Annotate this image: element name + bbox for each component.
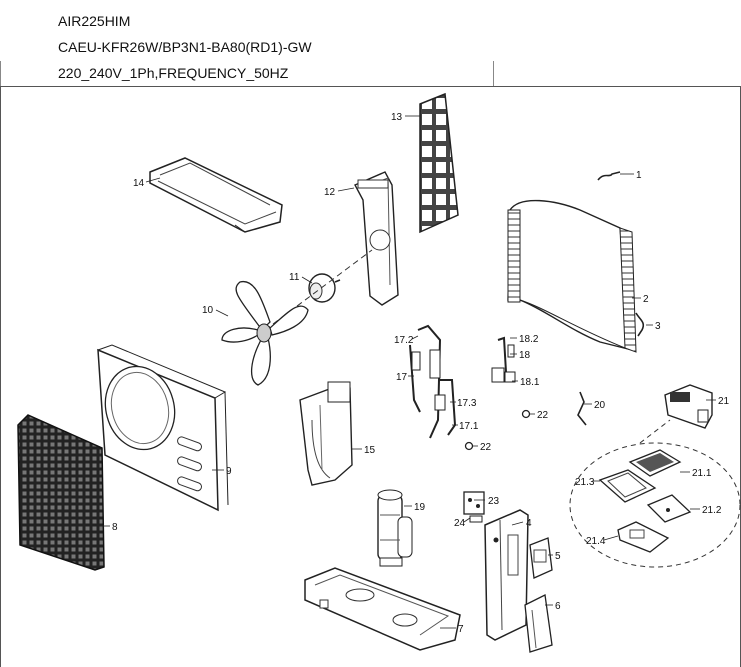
part-19-compressor — [377, 489, 413, 567]
label-part-2: 2 — [643, 294, 649, 305]
part-1-sensor — [597, 171, 621, 181]
label-part-21-4: 21.4 — [586, 536, 606, 547]
part-21-1-pcb — [628, 449, 682, 477]
label-part-17-3: 17.3 — [457, 398, 477, 409]
label-part-5: 5 — [555, 551, 561, 562]
header-divider — [493, 61, 494, 86]
frame-left-rule — [0, 86, 1, 667]
label-part-12: 12 — [324, 187, 336, 198]
part-18-service-valves — [491, 336, 516, 383]
label-part-11: 11 — [289, 272, 300, 283]
part-22-nut-b — [464, 441, 474, 451]
part-6-handle-cover — [524, 594, 553, 653]
part-23-24-bracket — [463, 491, 485, 523]
label-part-8: 8 — [112, 522, 118, 533]
part-3-sensor — [635, 312, 645, 337]
part-21-electric-box — [664, 384, 713, 429]
label-part-19: 19 — [414, 502, 426, 513]
part-2-condenser-coil — [507, 199, 637, 353]
label-part-13: 13 — [391, 112, 403, 123]
model-name: AIR225HIM — [58, 13, 131, 29]
label-part-15: 15 — [364, 445, 376, 456]
label-part-24: 24 — [454, 518, 466, 529]
model-code: CAEU-KFR26W/BP3N1-BA80(RD1)-GW — [58, 39, 312, 55]
label-part-3: 3 — [655, 321, 661, 332]
label-part-21: 21 — [718, 396, 730, 407]
label-part-7: 7 — [458, 624, 464, 635]
label-part-20: 20 — [594, 400, 606, 411]
part-5-valve-cover — [529, 537, 553, 579]
label-part-18-1: 18.1 — [520, 377, 540, 388]
frame-top-rule — [0, 86, 741, 87]
part-7-base-pan — [304, 567, 461, 651]
label-part-17-1: 17.1 — [459, 421, 479, 432]
label-part-6: 6 — [555, 601, 561, 612]
part-14-top-cover — [149, 157, 283, 233]
leader-lines — [100, 115, 716, 629]
part-20-sensor — [577, 391, 587, 426]
part-13-rear-grille — [419, 92, 459, 234]
label-part-17-2: 17.2 — [394, 335, 414, 346]
label-part-23: 23 — [488, 496, 500, 507]
label-part-22-a: 22 — [537, 410, 549, 421]
label-part-18-2: 18.2 — [519, 334, 539, 345]
detail-callout-leader — [639, 419, 671, 444]
part-11-fan-motor — [308, 273, 341, 303]
label-part-10: 10 — [202, 305, 214, 316]
label-part-21-2: 21.2 — [702, 505, 722, 516]
label-part-21-1: 21.1 — [692, 468, 712, 479]
part-22-nut-a — [521, 409, 531, 419]
label-part-4: 4 — [526, 518, 532, 529]
power-spec: 220_240V_1Ph,FREQUENCY_50HZ — [58, 65, 289, 81]
label-part-17: 17 — [396, 372, 408, 383]
label-part-21-3: 21.3 — [575, 477, 595, 488]
part-21-3-tray — [598, 469, 657, 503]
label-part-9: 9 — [226, 466, 232, 477]
part-8-front-grille — [17, 414, 105, 571]
part-15-partition-plate — [299, 381, 353, 486]
part-4-side-panel — [484, 509, 529, 641]
header-left-divider — [0, 61, 1, 86]
part-12-motor-bracket — [354, 171, 399, 306]
label-part-14: 14 — [133, 178, 145, 189]
label-part-22-b: 22 — [480, 442, 492, 453]
part-10-fan-blade — [221, 281, 309, 386]
part-17-valve-assembly — [409, 324, 457, 439]
detail-callout-ring — [569, 442, 741, 568]
part-9-front-panel — [97, 344, 229, 512]
part-21-2-board — [646, 494, 692, 523]
label-part-1: 1 — [636, 170, 642, 181]
part-21-4-box-base — [617, 521, 670, 553]
label-part-18: 18 — [519, 350, 531, 361]
